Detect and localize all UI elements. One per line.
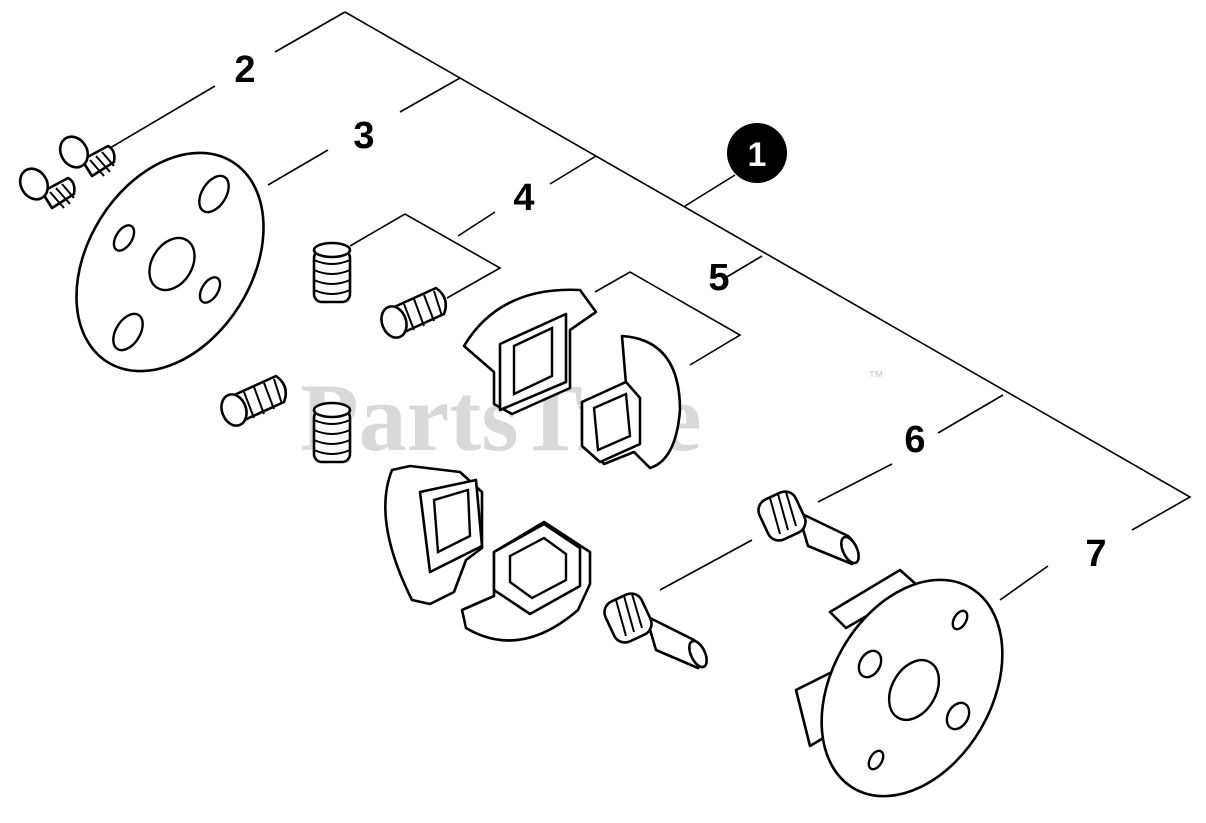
screw-upper [58, 135, 116, 178]
bolt-lower [603, 592, 708, 670]
leader-7 [999, 565, 1049, 601]
leader-6-lower [659, 539, 753, 591]
bracket-tick-4 [549, 155, 597, 185]
leader-2 [109, 85, 216, 149]
spring-vertical-upper [312, 241, 352, 304]
bolt-upper [757, 490, 860, 566]
callout-6: 6 [904, 419, 925, 461]
callout-7: 7 [1085, 533, 1106, 575]
spring-horizontal-lower [220, 374, 288, 427]
callout-4: 4 [513, 177, 534, 219]
bracket-tick-6 [937, 394, 1004, 434]
watermark-trademark: ™ [868, 369, 884, 386]
bracket-4 [349, 213, 502, 299]
bracket-5 [594, 271, 742, 366]
spring-vertical-lower [312, 401, 352, 464]
shoe-upper-left [462, 288, 598, 416]
leader-1 [684, 174, 736, 207]
bracket-tick-3 [399, 77, 461, 113]
callouts: 1 2 3 4 5 6 7 [234, 49, 1106, 575]
main-bracket-line [344, 11, 1192, 531]
bracket-tick-5 [724, 255, 763, 279]
screw-lower [18, 167, 76, 210]
callout-1-circle [727, 123, 787, 183]
shoe-lower-left [384, 464, 484, 606]
callout-3: 3 [353, 115, 374, 157]
leader-lines [109, 11, 1192, 601]
callout-1: 1 [748, 136, 767, 174]
part-7-hub-plate [794, 568, 1004, 798]
shoe-upper-right [580, 334, 682, 470]
part-5-clutch-shoes [384, 288, 682, 642]
bracket-tick-2 [274, 11, 346, 53]
leader-4 [457, 211, 496, 237]
shoe-lower-right [460, 520, 592, 642]
part-2-screws [18, 135, 116, 210]
part-4-springs [220, 241, 448, 464]
callout-2: 2 [234, 49, 255, 91]
leader-3 [267, 149, 329, 186]
part-6-bolts [603, 490, 860, 670]
leader-6-upper [817, 463, 893, 503]
part-3-cover-plate [75, 151, 265, 373]
callout-5: 5 [708, 257, 729, 299]
spring-horizontal-upper [380, 286, 448, 339]
